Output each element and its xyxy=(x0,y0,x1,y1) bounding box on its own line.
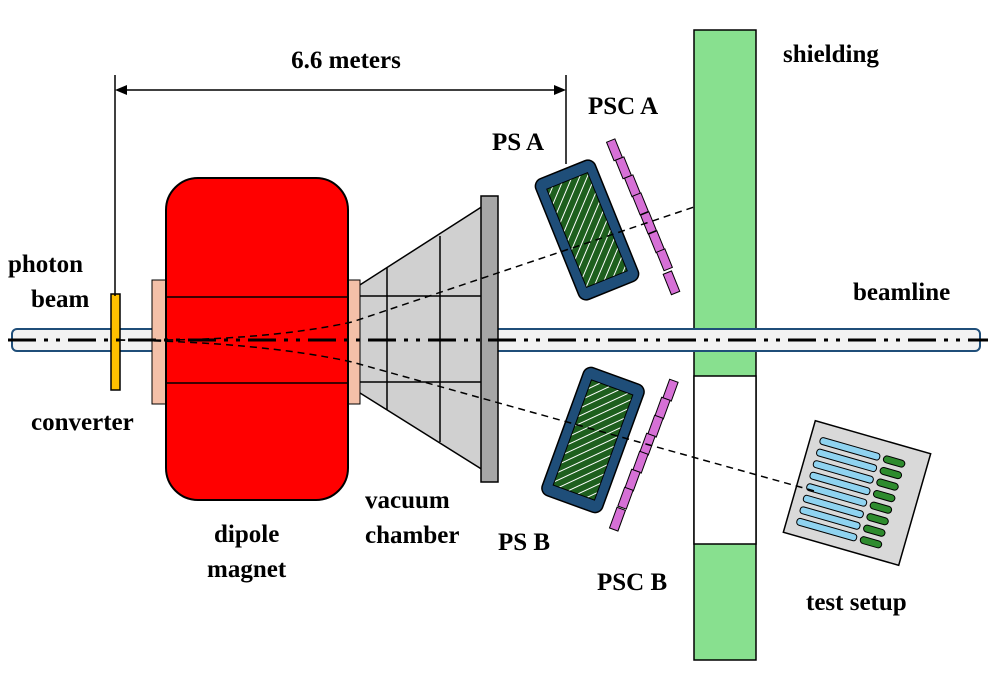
photon-beam-label-line2: beam xyxy=(31,286,90,313)
converter-label: converter xyxy=(31,409,134,436)
beamline-label: beamline xyxy=(853,279,950,306)
converter xyxy=(110,293,121,391)
ps-b-label: PS B xyxy=(498,529,550,556)
test-setup xyxy=(782,419,932,567)
dipole-label-line2: magnet xyxy=(207,556,287,583)
vacuum-label-line1: vacuum xyxy=(365,487,450,514)
psc-b-counters xyxy=(608,378,679,532)
psc-a-counters xyxy=(605,138,681,296)
shielding-label: shielding xyxy=(783,41,879,68)
dipole-label-line1: dipole xyxy=(214,521,279,548)
test-setup-label: test setup xyxy=(806,589,907,616)
psc-b-label: PSC B xyxy=(597,569,667,596)
vacuum-label-line2: chamber xyxy=(365,522,459,549)
distance-dimension xyxy=(114,75,567,296)
psc-a-label: PSC A xyxy=(588,93,658,120)
ps-b-detector xyxy=(541,366,645,514)
vacuum-chamber xyxy=(351,195,499,483)
distance-label: 6.6 meters xyxy=(291,47,401,74)
photon-beam-label-line1: photon xyxy=(8,251,83,278)
ps-a-detector xyxy=(534,159,640,301)
ps-a-label: PS A xyxy=(492,129,544,156)
